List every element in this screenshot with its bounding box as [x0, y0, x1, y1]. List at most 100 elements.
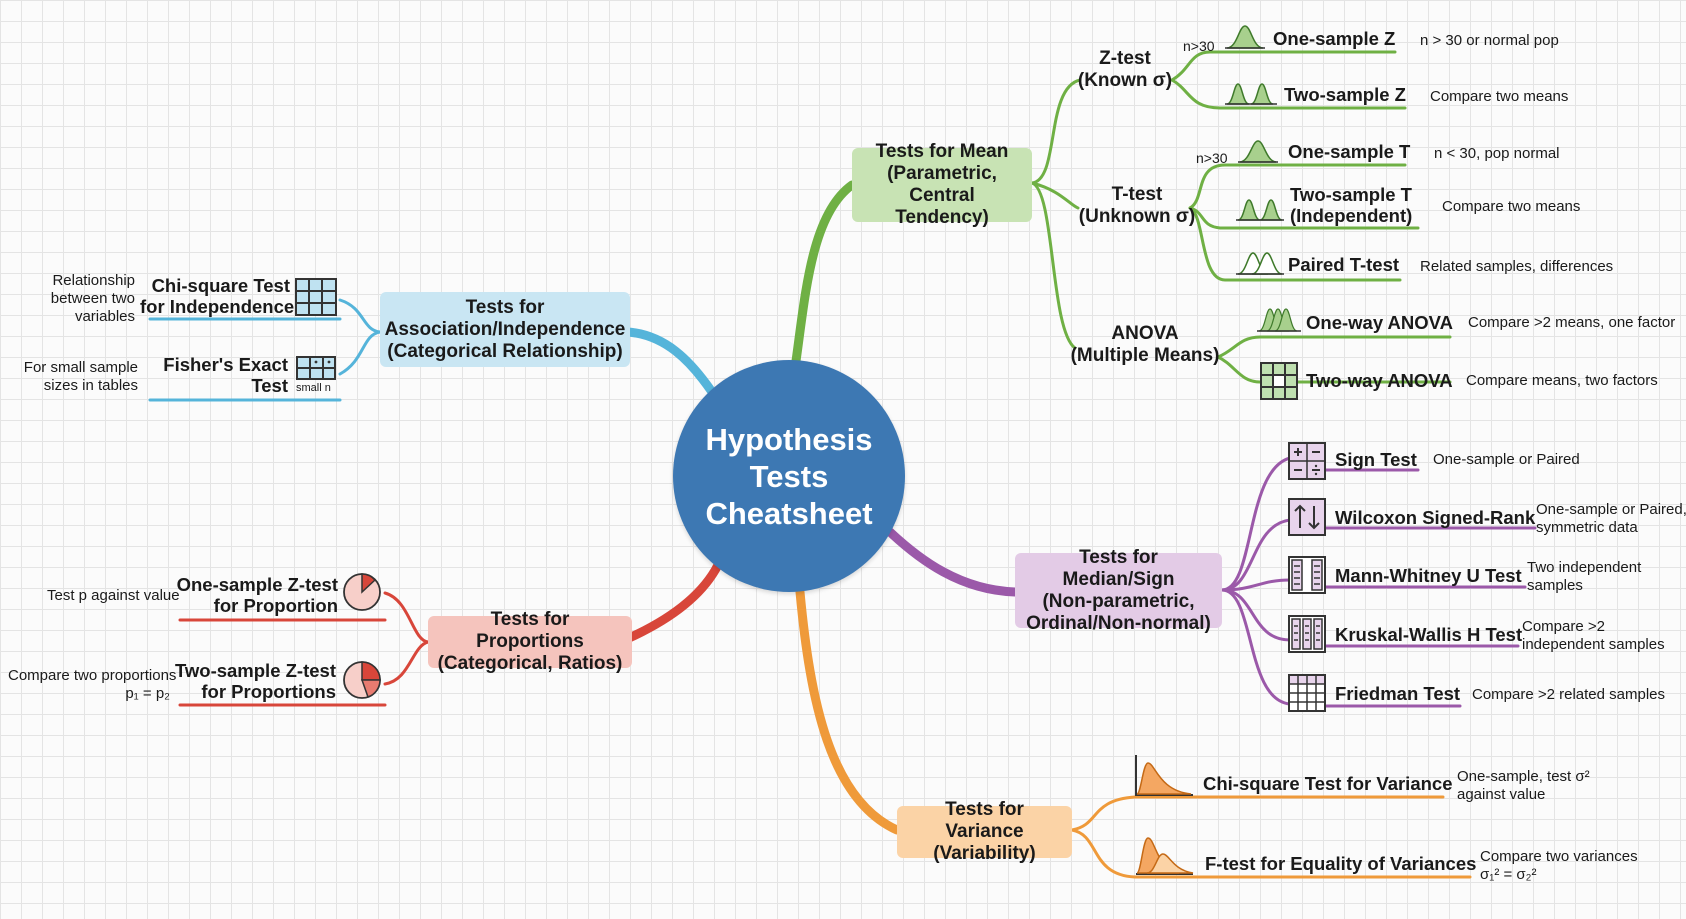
- overlapping-curves-icon: [1236, 248, 1284, 276]
- skewed-distribution-icon: [1133, 753, 1195, 797]
- one-sample-z-note: n > 30 or normal pop: [1420, 32, 1559, 49]
- chi-square-independence-note: Relationship between two variables: [40, 272, 135, 326]
- anova-node: ANOVA (Multiple Means): [1070, 323, 1220, 367]
- z-test-subtitle: (Known σ): [1077, 70, 1173, 91]
- fishers-exact-tag: small n: [296, 382, 331, 394]
- category-median-line2: (Non-parametric,: [1042, 590, 1195, 612]
- t-test-node: T-test (Unknown σ): [1075, 184, 1199, 228]
- fishers-exact-note-line1: For small sample: [23, 359, 138, 376]
- f-distribution-icon: [1133, 832, 1195, 876]
- one-way-anova-note: Compare >2 means, one factor: [1468, 314, 1676, 331]
- central-topic: Hypothesis Tests Cheatsheet: [673, 360, 905, 592]
- two-sample-z-note: Compare two means: [1430, 88, 1569, 105]
- sign-test-label: Sign Test: [1335, 449, 1417, 470]
- category-median-line3: Ordinal/Non-normal): [1026, 612, 1211, 634]
- two-bell-curves-icon: [1225, 80, 1277, 106]
- category-median: Tests for Median/Sign (Non-parametric, O…: [1015, 547, 1222, 634]
- category-variance: Tests for Variance (Variability): [897, 799, 1072, 864]
- bell-curve-icon: [1225, 22, 1265, 50]
- f-test-note-line1: Compare two variances: [1480, 848, 1638, 865]
- category-association-line1: Tests for: [465, 296, 545, 318]
- two-sample-proportion-line2: for Proportions: [201, 681, 336, 702]
- mann-whitney-note-line2: samples: [1527, 577, 1583, 594]
- anova-title: ANOVA: [1111, 323, 1179, 344]
- one-sample-z-label: One-sample Z: [1273, 28, 1396, 49]
- fishers-exact-label: Fisher's Exact Test: [140, 354, 288, 396]
- fishers-exact-note: For small sample sizes in tables: [20, 359, 138, 395]
- t-test-title: T-test: [1111, 184, 1163, 205]
- three-columns-icon: [1288, 615, 1326, 653]
- one-way-anova-label: One-way ANOVA: [1306, 312, 1453, 333]
- kruskal-wallis-label: Kruskal-Wallis H Test: [1335, 624, 1523, 645]
- paired-t-note: Related samples, differences: [1420, 258, 1614, 275]
- two-sample-proportion-note-line1: Compare two proportions: [8, 667, 177, 684]
- two-sample-proportion-label: Two-sample Z-test for Proportions: [170, 660, 336, 702]
- fishers-exact-line1: Fisher's Exact: [163, 354, 288, 375]
- z-test-tag: n>30: [1183, 38, 1215, 54]
- pie-chart-small-slice-icon: [342, 572, 382, 612]
- category-variance-line2: (Variability): [933, 843, 1036, 864]
- chi-square-variance-note: One-sample, test σ² against value: [1457, 768, 1590, 804]
- category-mean-line3: Central Tendency): [895, 185, 989, 228]
- one-sample-proportion-line1: One-sample Z-test: [176, 574, 338, 595]
- kruskal-wallis-note-line2: independent samples: [1522, 636, 1665, 653]
- category-association-line3: (Categorical Relationship): [387, 340, 623, 362]
- plus-minus-icon: [1288, 442, 1326, 480]
- category-median-line1: Tests for Median/Sign: [1062, 546, 1175, 590]
- t-distribution-icon: [1238, 136, 1278, 164]
- kruskal-wallis-note-line1: Compare >2: [1522, 618, 1605, 635]
- category-proportions: Tests for Proportions (Categorical, Rati…: [428, 609, 632, 674]
- one-sample-proportion-note: Test p against value: [47, 587, 180, 604]
- branch-median: [885, 527, 1020, 597]
- wilcoxon-note: One-sample or Paired, symmetric data: [1536, 501, 1686, 537]
- contingency-table-icon: [295, 278, 337, 316]
- one-sample-proportion-line2: for Proportion: [213, 595, 338, 616]
- chi-square-independence-note-line3: variables: [74, 308, 135, 325]
- branch-proportions: [615, 560, 723, 647]
- category-mean-line1: Tests for Mean: [875, 141, 1009, 162]
- category-mean-line2: (Parametric,: [887, 163, 997, 184]
- branch-variance: [795, 587, 902, 835]
- one-sample-t-note: n < 30, pop normal: [1434, 145, 1560, 162]
- mann-whitney-label: Mann-Whitney U Test: [1335, 565, 1522, 586]
- chi-square-variance-note-line2: against value: [1457, 786, 1546, 803]
- two-sample-t-line1: Two-sample T: [1290, 184, 1412, 205]
- chi-square-independence-note-line2: between two: [50, 290, 135, 307]
- grid-table-icon: [1260, 362, 1298, 400]
- two-sample-proportion-note-line2: p₁ = p₂: [125, 685, 170, 702]
- wilcoxon-note-line2: symmetric data: [1536, 519, 1638, 536]
- two-way-anova-label: Two-way ANOVA: [1306, 370, 1453, 391]
- branch-mean: [790, 180, 857, 373]
- pie-chart-two-slices-icon: [342, 660, 382, 700]
- paired-t-label: Paired T-test: [1288, 254, 1400, 275]
- f-test-label: F-test for Equality of Variances: [1205, 853, 1477, 874]
- z-test-title: Z-test: [1099, 48, 1151, 69]
- mann-whitney-note-line1: Two independent: [1527, 559, 1642, 576]
- category-proportions-line1: Tests for Proportions: [476, 609, 584, 652]
- multiple-curves-icon: [1257, 305, 1301, 333]
- friedman-note: Compare >2 related samples: [1472, 686, 1666, 703]
- mann-whitney-note: Two independent samples: [1527, 559, 1641, 595]
- one-sample-t-label: One-sample T: [1288, 141, 1411, 162]
- f-test-note-line2: σ₁² = σ₂²: [1480, 866, 1537, 883]
- chi-square-independence-line1: Chi-square Test: [151, 275, 290, 296]
- z-test-node: Z-test (Known σ): [1075, 48, 1175, 92]
- category-variance-line1: Tests for Variance: [945, 799, 1024, 842]
- kruskal-wallis-note: Compare >2 independent samples: [1522, 618, 1665, 654]
- fishers-exact-line2: Test: [251, 375, 288, 396]
- ranked-grid-icon: [1288, 674, 1326, 712]
- two-t-curves-icon: [1236, 196, 1284, 222]
- two-columns-icon: [1288, 556, 1326, 594]
- chi-square-independence-note-line1: Relationship: [52, 272, 135, 289]
- chi-square-independence-line2: for Independence: [140, 296, 295, 317]
- category-proportions-line2: (Categorical, Ratios): [437, 653, 623, 674]
- chi-square-variance-label: Chi-square Test for Variance: [1203, 773, 1453, 794]
- anova-subtitle: (Multiple Means): [1070, 345, 1220, 366]
- center-line-3: Cheatsheet: [705, 495, 873, 531]
- two-way-anova-note: Compare means, two factors: [1466, 372, 1658, 389]
- f-test-note: Compare two variances σ₁² = σ₂²: [1480, 848, 1638, 884]
- small-table-icon: [296, 356, 336, 380]
- branch-association: [623, 327, 717, 397]
